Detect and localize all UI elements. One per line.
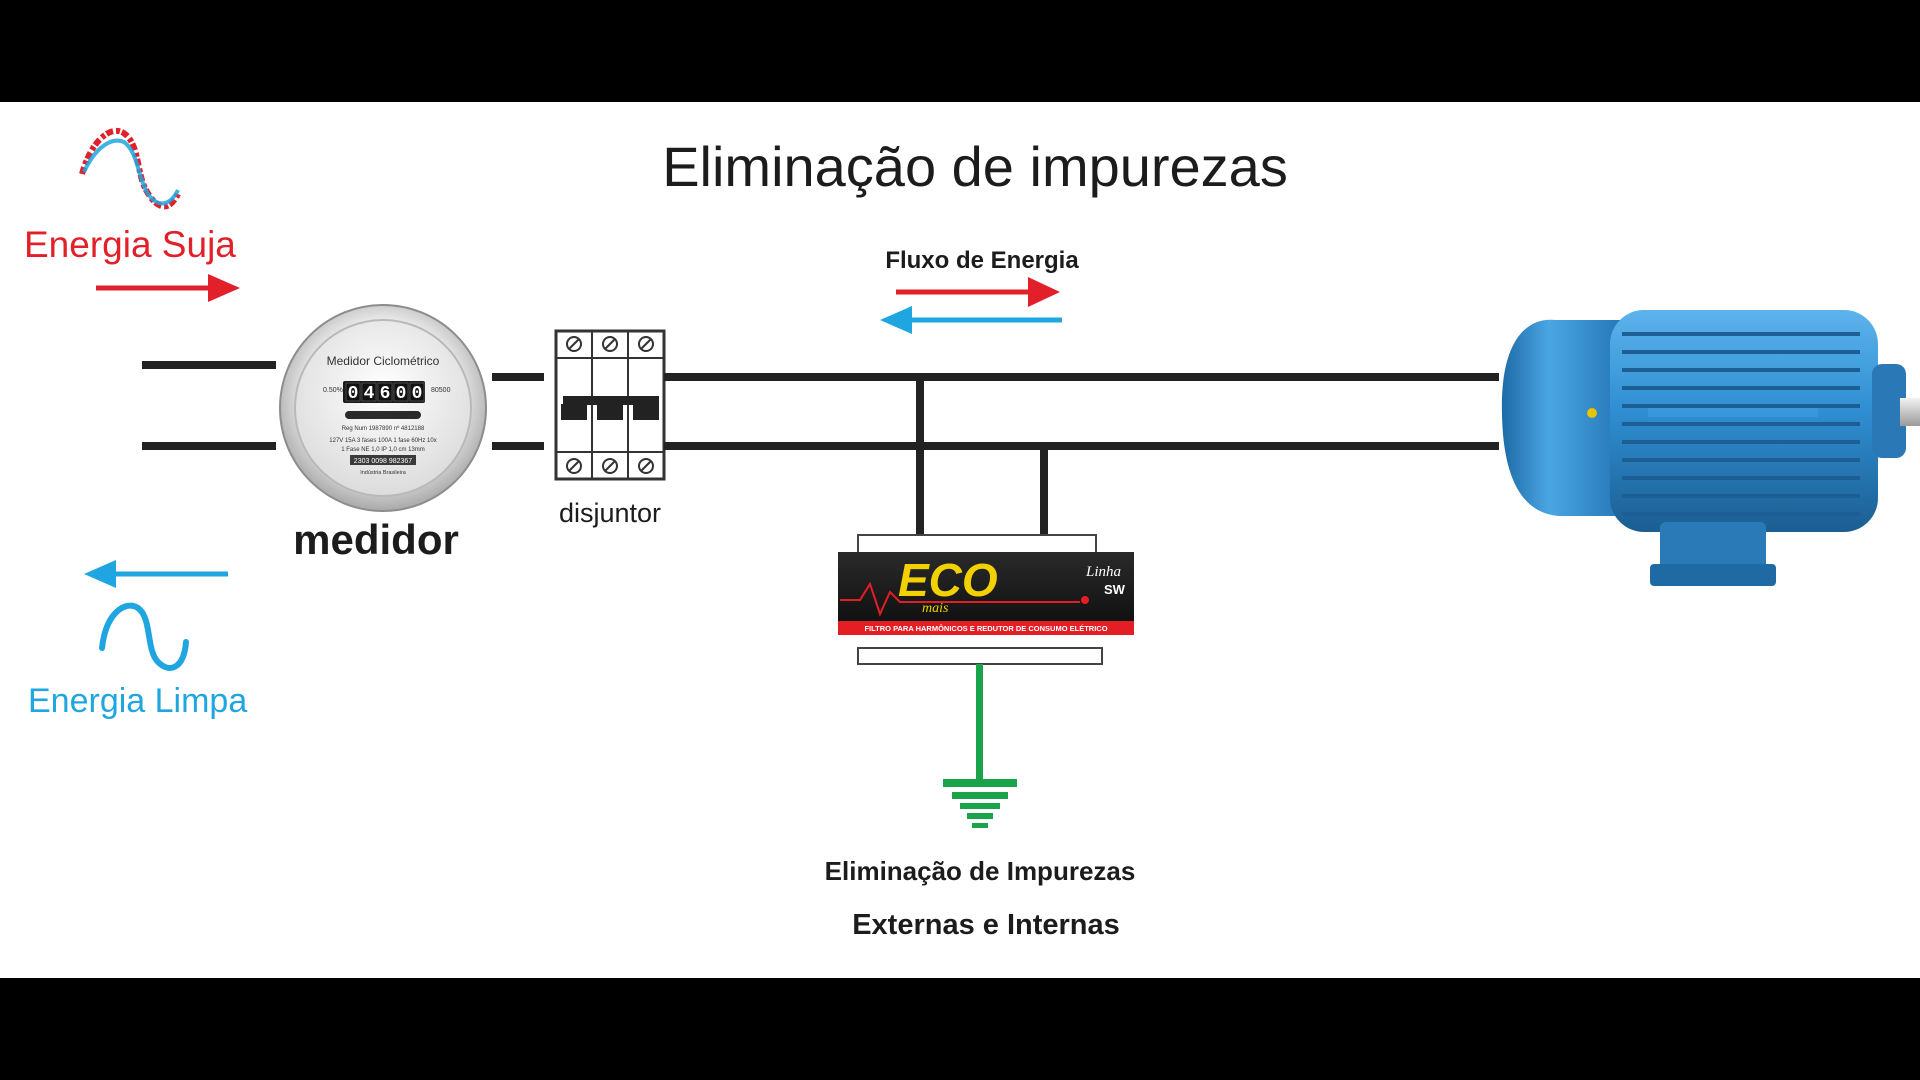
meter-digit: 0 <box>396 384 407 404</box>
filter-brand-sub: mais <box>922 601 949 616</box>
electric-motor <box>1501 310 1920 586</box>
meter-footer: Indústria Brasileira <box>360 470 406 476</box>
energy-diagram: Eliminação de impurezas Energia Suja Ene… <box>24 127 1920 941</box>
motor-endcap <box>1501 319 1620 516</box>
clean-wave-icon <box>99 602 189 671</box>
flow-label: Fluxo de Energia <box>885 247 1079 274</box>
meter-face-left: 0.50% <box>323 387 343 394</box>
return-flow-arrow-icon <box>880 306 1062 334</box>
dirty-energy-label: Energia Suja <box>24 224 236 265</box>
meter-digit: 0 <box>412 384 423 404</box>
meter-face-right: 80500 <box>431 387 451 394</box>
clean-energy-label: Energia Limpa <box>28 682 247 720</box>
caption-line2: Externas e Internas <box>852 909 1120 941</box>
breaker-screw-icon <box>566 336 654 474</box>
meter-face-line3: 1 Fase NE 1,0 IP 1,0 cm 13mm <box>341 447 425 453</box>
clean-arrow-icon <box>84 560 228 588</box>
filter-brand: ECO <box>898 554 998 606</box>
meter-label: medidor <box>293 516 459 563</box>
motor-cooling-fins <box>1622 332 1860 516</box>
circuit-breaker <box>554 329 666 481</box>
meter-digit: 6 <box>380 384 391 404</box>
ground-icon <box>943 664 1017 828</box>
meter-counter: 0 4 6 0 0 <box>345 382 425 404</box>
meter-face-line2: 127V 15A 3 fases 100A 1 fase 60Hz 10x <box>329 438 436 444</box>
caption-line1: Eliminação de Impurezas <box>825 856 1136 886</box>
input-wires <box>142 361 544 450</box>
meter-digit: 0 <box>348 384 359 404</box>
breaker-label: disjuntor <box>559 498 661 528</box>
page-title: Eliminação de impurezas <box>662 135 1288 198</box>
filter-line-label: Linha <box>1085 564 1121 580</box>
meter-digit: 4 <box>364 384 375 404</box>
eco-filter-device: ECO mais Linha SW FILTRO PARA HARMÔNICOS… <box>838 534 1134 665</box>
dirty-arrow-icon <box>96 274 240 302</box>
clean-energy-legend: Energia Limpa <box>28 560 247 720</box>
dirty-wave-icon <box>79 127 181 210</box>
energy-meter: Medidor Ciclométrico 0.50% 80500 0 4 6 0… <box>279 304 487 512</box>
main-wires <box>664 373 1499 538</box>
forward-flow-arrow-icon <box>896 277 1060 307</box>
meter-face-title: Medidor Ciclométrico <box>327 354 440 368</box>
dirty-energy-legend: Energia Suja <box>24 127 240 302</box>
meter-serial: 2303 0098 982367 <box>354 458 412 465</box>
diagram-canvas: Eliminação de impurezas Energia Suja Ene… <box>0 102 1920 978</box>
breaker-lever-icon <box>561 396 659 420</box>
filter-model: SW <box>1104 582 1126 597</box>
filter-tagline: FILTRO PARA HARMÔNICOS E REDUTOR DE CONS… <box>864 624 1107 633</box>
meter-face-line1: Reg Num 1987890 nº 4812188 <box>342 425 425 432</box>
